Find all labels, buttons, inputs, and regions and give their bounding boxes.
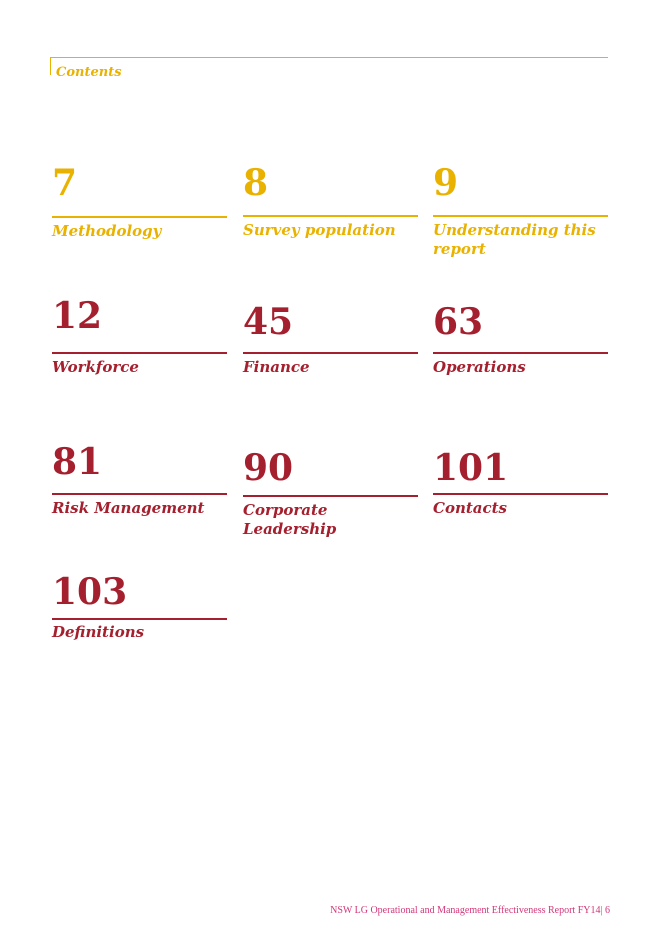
header-tick xyxy=(50,57,51,75)
page-footer: NSW LG Operational and Management Effect… xyxy=(330,905,610,916)
toc-page-number: 7 xyxy=(52,162,78,204)
toc-label: Understanding this report xyxy=(433,221,596,258)
toc-page-number: 103 xyxy=(52,571,128,613)
toc-page-number: 90 xyxy=(243,447,294,489)
toc-label: Workforce xyxy=(52,358,139,376)
toc-label: Survey population xyxy=(243,221,396,239)
toc-divider xyxy=(52,493,227,495)
toc-page-number: 101 xyxy=(433,447,509,489)
toc-label: Contacts xyxy=(433,499,508,517)
toc-page-number: 45 xyxy=(243,301,294,343)
toc-divider xyxy=(52,216,227,218)
contents-title: Contents xyxy=(56,65,122,80)
toc-divider xyxy=(433,352,608,354)
toc-page-number: 81 xyxy=(52,441,103,483)
toc-label: Definitions xyxy=(52,623,145,641)
toc-divider xyxy=(433,493,608,495)
toc-divider xyxy=(243,215,418,217)
toc-divider xyxy=(52,352,227,354)
toc-divider xyxy=(52,618,227,620)
toc-divider xyxy=(243,352,418,354)
toc-divider xyxy=(433,215,608,217)
toc-page-number: 63 xyxy=(433,301,484,343)
toc-label: Methodology xyxy=(52,222,162,240)
toc-page-number: 8 xyxy=(243,162,269,204)
toc-page-number: 12 xyxy=(52,295,103,337)
toc-label: Risk Management xyxy=(52,499,205,517)
toc-label: Corporate Leadership xyxy=(243,501,337,538)
toc-divider xyxy=(243,495,418,497)
toc-label: Operations xyxy=(433,358,526,376)
header-rule xyxy=(50,57,608,58)
toc-page-number: 9 xyxy=(433,162,459,204)
toc-label: Finance xyxy=(243,358,310,376)
